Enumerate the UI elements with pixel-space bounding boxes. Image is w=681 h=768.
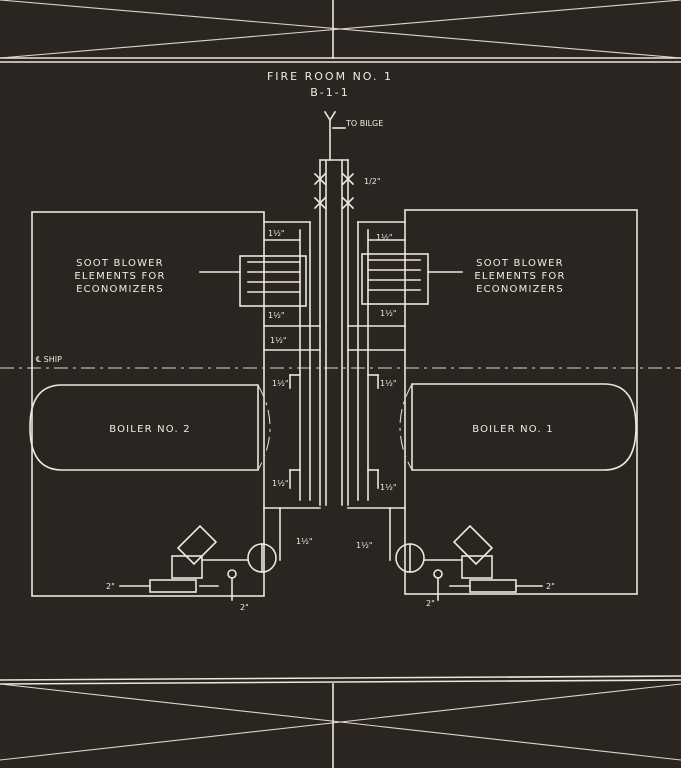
pipe-size-label: 1½" — [356, 541, 373, 550]
pipe-size-label: 1½" — [376, 233, 393, 242]
diagram-title: FIRE ROOM NO. 1 — [267, 70, 393, 83]
two-inch-label: 2" — [546, 582, 555, 591]
soot-blower-label-right: SOOT BLOWER — [476, 258, 564, 269]
soot-blower-label-right: ELEMENTS FOR — [474, 271, 565, 282]
pipe-size-label: 1½" — [272, 379, 289, 388]
pipe-size-label: 1½" — [268, 229, 285, 238]
pipe-size-label: 1½" — [380, 309, 397, 318]
soot-blower-label-left: ELEMENTS FOR — [74, 271, 165, 282]
pipe-size-label: 1½" — [268, 311, 285, 320]
bottom-border-panel — [0, 675, 681, 768]
left-blower-valve-assembly — [119, 524, 277, 601]
boiler-2-label: BOILER NO. 2 — [109, 424, 191, 435]
right-branch-piping — [347, 221, 429, 561]
pipe-size-label: 1½" — [380, 483, 397, 492]
two-inch-label: 2" — [106, 582, 115, 591]
soot-blower-label-left: ECONOMIZERS — [76, 284, 164, 295]
center-risers — [319, 110, 349, 506]
soot-blower-label-left: SOOT BLOWER — [76, 258, 164, 269]
soot-blower-label-right: ECONOMIZERS — [476, 284, 564, 295]
ship-centerline-label: ℄ SHIP — [36, 355, 62, 364]
pipe-size-label: 1½" — [272, 479, 289, 488]
pipe-size-label: 1½" — [296, 537, 313, 546]
two-inch-label: 2" — [240, 603, 249, 612]
bilge-valves — [313, 172, 355, 210]
boiler-2-drum — [29, 384, 259, 471]
boiler-2-enclosure — [31, 211, 265, 597]
pipe-size-label: 1½" — [380, 379, 397, 388]
top-border-panel — [0, 0, 681, 63]
right-blower-valve-assembly — [395, 524, 543, 601]
boiler-1-drum — [411, 383, 637, 471]
to-bilge-label: TO BILGE — [345, 119, 383, 128]
pipe-size-label: 1½" — [270, 336, 287, 345]
diagram-subtitle: B-1-1 — [310, 86, 349, 99]
half-inch-label: 1/2" — [364, 177, 381, 186]
boiler-1-enclosure — [404, 209, 638, 595]
boiler-1-label: BOILER NO. 1 — [472, 424, 554, 435]
two-inch-label: 2" — [426, 599, 435, 608]
left-branch-piping — [239, 221, 321, 561]
